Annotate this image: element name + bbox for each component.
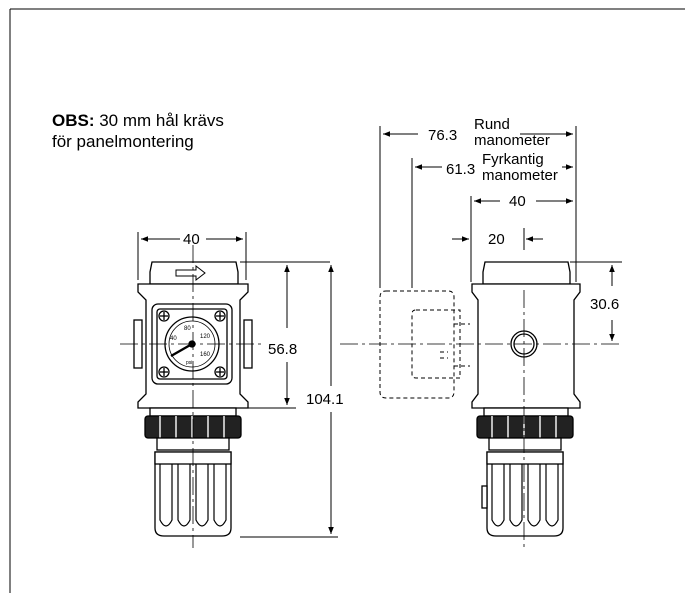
side-center-lines: [340, 290, 622, 548]
note-line-2: för panelmontering: [52, 132, 194, 151]
front-center-lines: [120, 245, 265, 548]
round-gauge-label-2: manometer: [474, 132, 550, 149]
square-gauge-label-1: Fyrkantig: [482, 151, 544, 168]
note-prefix: OBS:: [52, 111, 95, 130]
gauge-scale-psi: psi: [186, 360, 192, 366]
gauge-height-dimension: 56.8: [268, 341, 297, 358]
port-height-dimension: 30.6: [590, 296, 619, 313]
gauge-scale-40: 40: [170, 336, 177, 342]
gauge-scale-160: 160: [200, 352, 211, 358]
side-width-dimension: 40: [509, 193, 526, 210]
panel-mount-note: OBS: 30 mm hål krävs för panelmontering: [52, 110, 224, 152]
side-view: [471, 261, 581, 537]
square-gauge-dimension: 61.3: [446, 161, 475, 178]
round-gauge-dimension: 76.3: [428, 127, 457, 144]
gauge-scale-120: 120: [200, 334, 211, 340]
note-line-1-text: 30 mm hål krävs: [94, 111, 224, 130]
front-dimensions: [137, 232, 338, 538]
note-line-1: OBS: 30 mm hål krävs: [52, 110, 224, 131]
round-gauge-label-1: Rund: [474, 116, 510, 133]
front-width-dimension: 40: [183, 231, 200, 248]
square-gauge-label-2: manometer: [482, 167, 558, 184]
side-dimensions: [379, 126, 622, 341]
gauge-scale-80: 80: [184, 326, 191, 332]
side-gauge-outline: [379, 290, 470, 399]
half-width-dimension: 20: [488, 231, 505, 248]
flow-arrow-icon: [175, 264, 206, 282]
total-height-dimension: 104.1: [306, 391, 344, 408]
